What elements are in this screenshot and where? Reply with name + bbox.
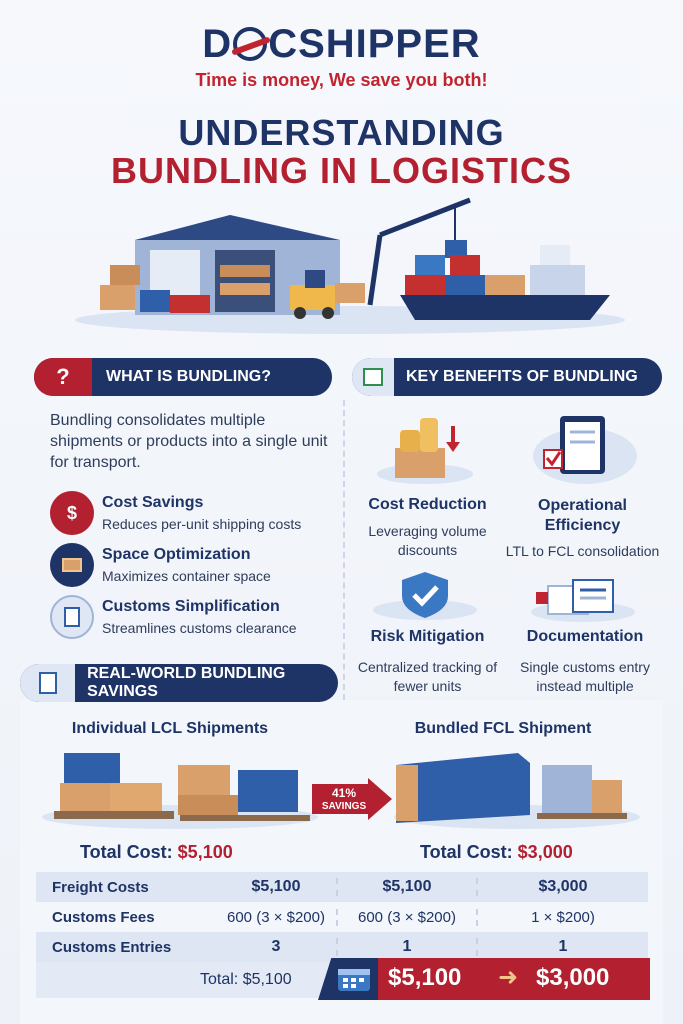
row-label: Customs Entries xyxy=(52,938,172,956)
benefit-title: Risk Mitigation xyxy=(370,628,485,645)
benefit-title: Cost Reduction xyxy=(368,496,487,513)
feature-title: Cost Savings xyxy=(102,494,204,511)
comparison-table: Freight Costs $5,100 $5,100 $3,000 Custo… xyxy=(36,872,648,962)
feature-item: Space Optimization Maximizes container s… xyxy=(50,539,340,591)
final-from: $5,100 xyxy=(388,964,462,991)
table-cell: 600 (3 × $200) xyxy=(336,908,476,926)
table-row: Customs Fees 600 (3 × $200) 600 (3 × $20… xyxy=(36,902,648,932)
feature-list: $ Cost Savings Reduces per-unit shipping… xyxy=(50,487,340,643)
feature-desc: Streamlines customs clearance xyxy=(102,620,297,636)
section-heading: WHAT IS BUNDLING? xyxy=(106,368,272,385)
clipboard-icon xyxy=(533,416,637,484)
benefit-desc: Single customs entry instead multiple xyxy=(520,659,650,694)
table-row: Customs Entries 3 1 1 xyxy=(36,932,648,962)
lcl-total: Total Cost: $5,100 xyxy=(80,842,233,863)
final-to: $3,000 xyxy=(536,964,610,991)
row-label: Customs Fees xyxy=(52,908,155,926)
logo: D CSHIPPER xyxy=(0,22,683,67)
total-label: Total Cost: xyxy=(420,842,513,862)
table-cell: 1 xyxy=(476,938,648,956)
total-text: Total: $5,100 xyxy=(200,971,292,988)
section-heading: REAL-WORLD BUNDLING SAVINGS xyxy=(87,665,286,700)
savings-arrow: 41% SAVINGS xyxy=(312,778,392,820)
benefit-desc: Leveraging volume discounts xyxy=(368,523,487,558)
shield-icon xyxy=(373,572,477,620)
logistics-hero-illustration xyxy=(75,197,625,334)
money-bag-icon: $ xyxy=(50,491,94,535)
table-cell: 3 xyxy=(271,938,281,955)
table-cell: $5,100 xyxy=(336,878,476,896)
lcl-shipments-illustration xyxy=(42,753,318,829)
final-cost-banner-red xyxy=(378,958,650,1000)
total-label: Total Cost: xyxy=(80,842,173,862)
feature-title: Customs Simplification xyxy=(102,598,280,615)
benefit-desc: LTL to FCL consolidation xyxy=(505,543,660,559)
globe-icon xyxy=(233,27,268,61)
table-cell: $3,000 xyxy=(476,878,648,896)
question-icon: ? xyxy=(34,358,92,396)
feature-title: Space Optimization xyxy=(102,546,251,563)
table-cell: 1 xyxy=(336,938,476,956)
table-cell: 1 × $200) xyxy=(476,908,648,926)
bundling-definition: Bundling consolidates multiple shipments… xyxy=(50,412,328,471)
checklist-icon xyxy=(352,358,394,396)
table-row: Freight Costs $5,100 $5,100 $3,000 xyxy=(36,872,648,902)
fcl-total: Total Cost: $3,000 xyxy=(420,842,573,863)
key-benefits-header: KEY BENEFITS OF BUNDLING xyxy=(352,358,662,396)
calendar-icon xyxy=(338,969,370,991)
feature-desc: Maximizes container space xyxy=(102,568,271,584)
feature-item: Customs Simplification Streamlines custo… xyxy=(50,591,340,643)
lcl-label: Individual LCL Shipments xyxy=(71,720,269,737)
papers-icon xyxy=(531,579,635,622)
row-label: Freight Costs xyxy=(52,878,149,896)
savings-percent: 41% xyxy=(332,786,356,800)
table-cell: 600 (3 × $200) xyxy=(227,908,325,926)
logo-text-end: CSHIPPER xyxy=(268,22,481,66)
feature-item: $ Cost Savings Reduces per-unit shipping… xyxy=(50,487,340,539)
arrow-right-icon: ➜ xyxy=(498,964,519,991)
benefit-title: Operational Efficiency xyxy=(538,497,627,534)
total-value: $5,100 xyxy=(177,842,233,862)
section-heading: KEY BENEFITS OF BUNDLING xyxy=(406,368,638,385)
box-icon xyxy=(50,543,94,587)
logo-text-start: D xyxy=(202,22,233,66)
coins-icon xyxy=(377,418,473,484)
total-value: $3,000 xyxy=(517,842,573,862)
savings-word: SAVINGS xyxy=(322,801,367,812)
benefit-desc: Centralized tracking of fewer units xyxy=(357,659,498,694)
real-world-savings-header: REAL-WORLD BUNDLING SAVINGS xyxy=(20,664,338,702)
fcl-shipment-illustration xyxy=(394,753,640,829)
what-is-bundling-header: ? WHAT IS BUNDLING? xyxy=(34,358,332,396)
column-divider xyxy=(343,400,345,700)
page-title-line2: BUNDLING IN LOGISTICS xyxy=(111,150,572,191)
feature-desc: Reduces per-unit shipping costs xyxy=(102,516,302,532)
document-icon xyxy=(50,595,94,639)
table-cell: $5,100 xyxy=(251,878,301,895)
fcl-label: Bundled FCL Shipment xyxy=(414,720,592,737)
page-title-line1: UNDERSTANDING xyxy=(178,112,505,153)
document-icon xyxy=(20,664,76,702)
tagline: Time is money, We save you both! xyxy=(195,70,488,90)
benefit-title: Documentation xyxy=(526,628,644,645)
